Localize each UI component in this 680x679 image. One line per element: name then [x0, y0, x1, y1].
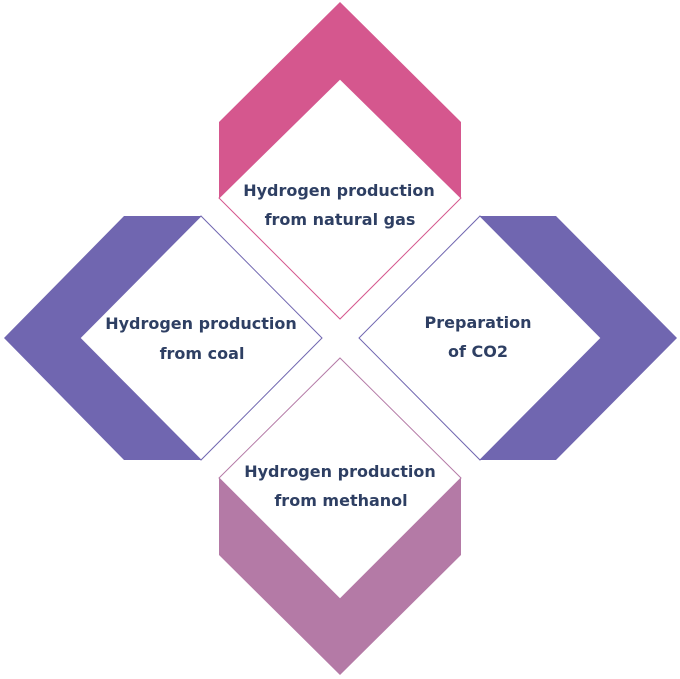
- left-chevron: [4, 216, 201, 460]
- top-label-line1: Hydrogen production: [243, 181, 435, 200]
- bottom-chevron: [219, 478, 461, 675]
- top-chevron: [219, 2, 461, 198]
- top-node-label: Hydrogen production from natural gas: [243, 181, 435, 229]
- bottom-label-line2: from methanol: [274, 491, 407, 510]
- right-chevron: [480, 216, 677, 460]
- left-node-label: Hydrogen production from coal: [105, 314, 297, 363]
- left-panel: [79, 215, 323, 461]
- right-panel: [358, 215, 602, 461]
- bottom-panel: [218, 357, 462, 600]
- right-label-line1: Preparation: [425, 313, 532, 332]
- bottom-node-label: Hydrogen production from methanol: [244, 462, 436, 510]
- bottom-label-line1: Hydrogen production: [244, 462, 436, 481]
- left-label-line2: from coal: [160, 344, 245, 363]
- top-label-line2: from natural gas: [265, 210, 416, 229]
- right-node-label: Preparation of CO2: [425, 313, 532, 361]
- top-panel: [218, 78, 462, 320]
- right-label-line2: of CO2: [448, 342, 508, 361]
- left-label-line1: Hydrogen production: [105, 314, 297, 333]
